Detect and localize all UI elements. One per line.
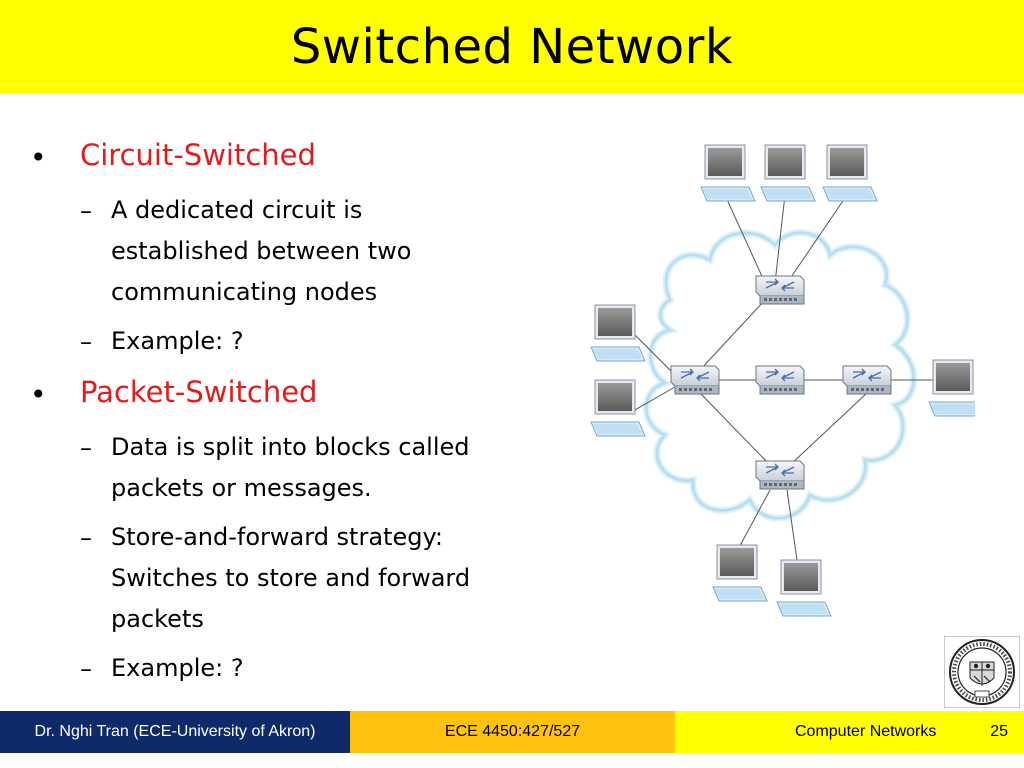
page-number: 25	[990, 723, 1008, 740]
sub-item-store-and-forward: Store-and-forward strategy: Switches to …	[111, 517, 541, 640]
sub-item-line: Switches to store and forward	[111, 564, 471, 592]
computer-icon	[712, 544, 768, 602]
sub-item-example-circuit: Example: ?	[111, 321, 541, 362]
sub-item-line: packets or messages.	[111, 474, 372, 502]
sub-item-example-packet: Example: ?	[111, 648, 541, 689]
computer-icon	[822, 144, 878, 202]
footer-course-name: Computer Networks	[795, 723, 937, 740]
switch-icon	[755, 460, 805, 490]
dash-icon: –	[80, 655, 92, 683]
switch-icon	[842, 365, 892, 395]
university-seal-logo	[944, 636, 1020, 708]
sub-item-line: communicating nodes	[111, 278, 378, 306]
slide-title: Switched Network	[290, 18, 734, 75]
sub-item-dedicated-circuit: A dedicated circuit is established betwe…	[111, 190, 541, 313]
sub-item-line: A dedicated circuit is	[111, 196, 363, 224]
bullet-packet-switched: Packet-Switched	[80, 375, 318, 409]
sub-item-data-split: Data is split into blocks called packets…	[111, 427, 541, 509]
switch-icon	[670, 365, 720, 395]
footer-author-text: Dr. Nghi Tran (ECE-University of Akron)	[34, 723, 316, 740]
computer-icon	[760, 144, 816, 202]
dash-icon: –	[80, 197, 92, 225]
slide-footer: Dr. Nghi Tran (ECE-University of Akron) …	[0, 711, 1024, 753]
sub-item-line: Example: ?	[111, 327, 244, 355]
computer-icon	[700, 144, 756, 202]
footer-course-code: ECE 4450:427/527	[350, 711, 675, 753]
computer-icon	[590, 379, 646, 437]
computer-icon	[776, 559, 832, 617]
slide-content: • Circuit-Switched – A dedicated circuit…	[0, 0, 560, 700]
footer-author: Dr. Nghi Tran (ECE-University of Akron)	[0, 711, 350, 753]
switch-icon	[755, 365, 805, 395]
bullet-circuit-switched: Circuit-Switched	[80, 138, 316, 172]
sub-item-line: Data is split into blocks called	[111, 433, 470, 461]
switch-icon	[755, 275, 805, 305]
dash-icon: –	[80, 434, 92, 462]
footer-course-code-text: ECE 4450:427/527	[444, 723, 581, 740]
computer-icon	[590, 304, 646, 362]
computer-icon	[928, 359, 975, 417]
sub-item-line: Store-and-forward strategy:	[111, 523, 443, 551]
bullet-dot: •	[30, 378, 47, 411]
sub-item-line: Example: ?	[111, 654, 244, 682]
sub-item-line: established between two	[111, 237, 412, 265]
dash-icon: –	[80, 524, 92, 552]
title-bar: Switched Network	[0, 0, 1024, 93]
switched-network-diagram	[590, 144, 975, 617]
footer-right-section: Computer Networks 25	[675, 711, 1024, 753]
dash-icon: –	[80, 328, 92, 356]
sub-item-line: packets	[111, 605, 204, 633]
bullet-dot: •	[30, 141, 47, 174]
